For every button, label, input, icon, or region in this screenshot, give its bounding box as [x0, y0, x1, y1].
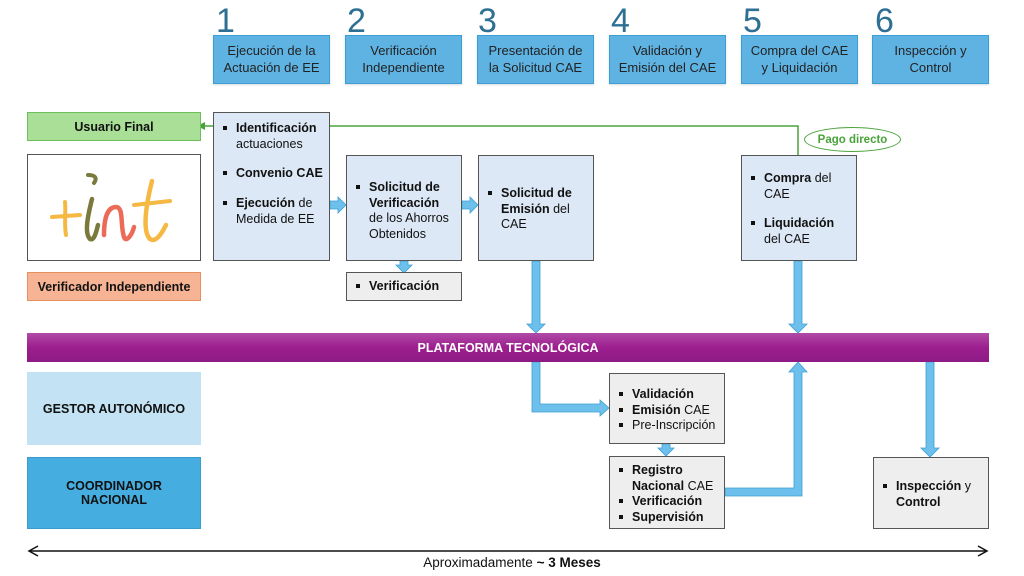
step-number-4: 4: [611, 2, 630, 40]
arrow-step3-platform: [526, 260, 546, 334]
payment-line: [330, 125, 799, 156]
actor-usuario-final: Usuario Final: [27, 112, 201, 141]
coord-item-verificacion: Verificación: [619, 494, 718, 510]
verificacion-item: Verificación: [356, 279, 455, 295]
step-number-5: 5: [743, 2, 762, 40]
arrow-coord-platform: [724, 361, 808, 497]
verificacion-box: Verificación: [346, 272, 462, 301]
gestor-item-preinscripcion: Pre-Inscripción: [619, 418, 718, 434]
step-number-1: 1: [216, 2, 235, 40]
step-header-1-line1: Ejecución de la: [227, 43, 316, 59]
timeline-right-arrowhead: [977, 545, 989, 557]
coordinador-line1: COORDINADOR: [66, 479, 162, 493]
step-header-2-line1: Verificación: [370, 43, 437, 59]
actor-verificador-independiente: Verificador Independiente: [27, 272, 201, 301]
plataforma-tecnologica-bar: PLATAFORMA TECNOLÓGICA: [27, 333, 989, 362]
step-number-6: 6: [875, 2, 894, 40]
arrow-step2-verificacion: [395, 260, 413, 274]
step-header-6-line1: Inspección y: [894, 43, 967, 59]
coord-item-supervision: Supervisión: [619, 510, 718, 526]
step-header-4-line2: Emisión del CAE: [618, 59, 717, 75]
step-header-6-line2: Control: [909, 59, 952, 75]
actor-gestor-autonomico: GESTOR AUTONÓMICO: [27, 372, 201, 445]
logo-int-icon: [50, 173, 172, 243]
coordinador-line2: NACIONAL: [81, 493, 147, 507]
pago-directo-label: Pago directo: [804, 127, 901, 152]
arrow-step1-step2: [329, 196, 347, 214]
step1-item-ejecucion: Ejecución de Medida de EE: [223, 196, 323, 227]
step-header-2-line2: Independiente: [362, 59, 445, 75]
step3-item-solicitud-emision: Solicitud de Emisión del CAE: [488, 186, 587, 233]
step-number-2: 2: [347, 2, 366, 40]
logo-box: [27, 154, 201, 261]
step1-item-convenio: Convenio CAE: [223, 166, 323, 181]
gestor-item-emision: Emisión CAE: [619, 403, 718, 419]
step2-item-solicitud-verificacion: Solicitud de Verificación de los Ahorros…: [356, 180, 455, 243]
gestor-item-validacion: Validación: [619, 387, 718, 403]
arrow-gestor-coord: [657, 443, 675, 457]
usuario-arrowhead: [197, 122, 205, 130]
step-header-3-line2: la Solicitud CAE: [488, 59, 583, 75]
step-header-3-line1: Presentación de: [488, 43, 583, 59]
step-header-4-line1: Validación y: [632, 43, 703, 59]
step3-process-box: Solicitud de Emisión del CAE: [478, 155, 594, 261]
timeline-left-arrowhead: [27, 545, 39, 557]
actor-coordinador-nacional: COORDINADOR NACIONAL: [27, 457, 201, 529]
coordinador-process-box: Registro Nacional CAE Verificación Super…: [609, 456, 725, 529]
coord-item-registro: Registro Nacional CAE: [619, 463, 718, 494]
step5-item-compra: Compra del CAE: [751, 171, 850, 202]
step-header-5-line2: y Liquidación: [761, 59, 838, 75]
timeline-label: Aproximadamente ~ 3 Meses: [0, 555, 1024, 570]
timeline-prefix: Aproximadamente: [423, 555, 533, 570]
step-header-5-line1: Compra del CAE: [750, 43, 849, 59]
arrow-step5-platform: [788, 260, 808, 334]
step-header-1-line2: Actuación de EE: [223, 59, 320, 75]
step-number-3: 3: [478, 2, 497, 40]
timeline-duration: ~ 3 Meses: [536, 555, 601, 570]
gestor-process-box: Validación Emisión CAE Pre-Inscripción: [609, 373, 725, 444]
arrow-platform-inspeccion: [920, 361, 940, 458]
arrow-platform-gestor: [531, 361, 610, 417]
step2-process-box: Solicitud de Verificación de los Ahorros…: [346, 155, 462, 261]
arrow-step2-step3: [461, 196, 479, 214]
